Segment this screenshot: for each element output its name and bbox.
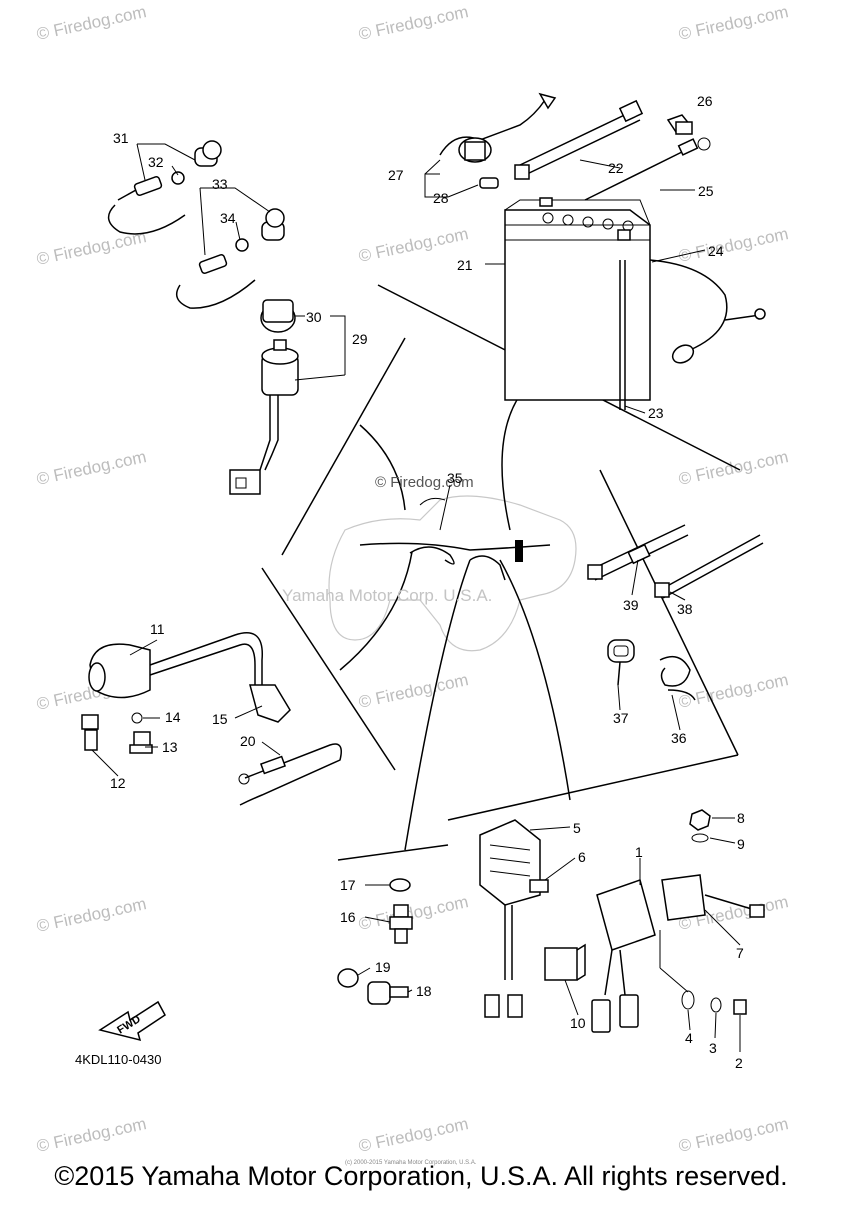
battery-lead-22 — [519, 109, 636, 166]
part-number-29: 29 — [352, 331, 368, 347]
part-number-24: 24 — [708, 243, 724, 259]
part-number-19: 19 — [375, 959, 391, 975]
watermark: © Firedog.com — [35, 1114, 148, 1156]
part-number-39: 39 — [623, 597, 639, 613]
part-number-32: 32 — [148, 154, 164, 170]
part-number-37: 37 — [613, 710, 629, 726]
section-dividers — [261, 284, 741, 861]
watermark: © Firedog.com — [357, 224, 470, 266]
copyright-footer: ©2015 Yamaha Motor Corporation, U.S.A. A… — [54, 1161, 788, 1191]
part-number-22: 22 — [608, 160, 624, 176]
forward-arrow-icon: FWD — [98, 1000, 166, 1042]
battery-group — [439, 92, 766, 410]
bolt-26 — [666, 114, 693, 135]
watermark: © Firedog.com — [677, 447, 790, 489]
watermark: © Firedog.com — [677, 670, 790, 712]
part-number-30: 30 — [306, 309, 322, 325]
part-number-31: 31 — [113, 130, 129, 146]
part-number-11: 11 — [150, 621, 165, 637]
watermark: © Firedog.com — [677, 1114, 790, 1156]
part-number-8: 8 — [737, 810, 745, 826]
watermark: © Firedog.com — [677, 224, 790, 266]
part-number-15: 15 — [212, 711, 228, 727]
part-number-2: 2 — [735, 1055, 743, 1071]
part-number-10: 10 — [570, 1015, 586, 1031]
part-number-12: 12 — [110, 775, 126, 791]
part-number-labels: 1 2 3 4 5 6 7 8 9 10 11 12 13 14 15 16 1… — [110, 93, 745, 1071]
part-number-4: 4 — [685, 1030, 693, 1046]
fine-print: (c) 2000-2015 Yamaha Motor Corporation, … — [345, 1160, 477, 1166]
main-switch-group — [229, 299, 299, 495]
center-watermark: © Firedog.com — [375, 474, 474, 491]
part-number-18: 18 — [416, 983, 432, 999]
watermark: © Firedog.com — [357, 892, 470, 934]
part-number-23: 23 — [648, 405, 664, 421]
electrical-components-group — [337, 809, 765, 1033]
bands-group — [587, 524, 764, 701]
part-number-33: 33 — [212, 176, 228, 192]
diagram-code: 4KDL110-0430 — [75, 1052, 162, 1067]
battery — [504, 197, 651, 410]
part-number-27: 27 — [388, 167, 404, 183]
watermark: © Firedog.com — [35, 894, 148, 936]
part-number-6: 6 — [578, 849, 586, 865]
watermark: © Firedog.com — [357, 1114, 470, 1156]
part-number-36: 36 — [671, 730, 687, 746]
part-number-26: 26 — [697, 93, 713, 109]
part-number-13: 13 — [162, 739, 178, 755]
battery-cable-25 — [584, 147, 691, 201]
part-number-17: 17 — [340, 877, 356, 893]
vehicle-silhouette: © Firedog.com Yamaha Motor Corp. U.S.A. — [282, 394, 577, 851]
part-number-25: 25 — [698, 183, 714, 199]
sensor-group — [107, 140, 285, 309]
part-number-3: 3 — [709, 1040, 717, 1056]
watermark: © Firedog.com — [35, 2, 148, 44]
part-number-38: 38 — [677, 601, 693, 617]
watermark: © Firedog.com — [357, 2, 470, 44]
part-number-16: 16 — [340, 909, 356, 925]
battery-cable-24 — [649, 259, 728, 351]
part-number-5: 5 — [573, 820, 581, 836]
fuse-holder — [439, 92, 557, 163]
ignition-coil-group — [81, 632, 342, 806]
part-number-21: 21 — [457, 257, 473, 273]
leader-lines — [91, 143, 741, 1052]
part-number-20: 20 — [240, 733, 256, 749]
watermark: © Firedog.com — [357, 670, 470, 712]
part-number-35: 35 — [447, 470, 463, 486]
part-number-9: 9 — [737, 836, 745, 852]
part-number-1: 1 — [635, 844, 643, 860]
watermark: © Firedog.com — [677, 2, 790, 44]
fuse — [479, 177, 499, 189]
watermark: © Firedog.com — [35, 447, 148, 489]
part-number-7: 7 — [736, 945, 744, 961]
center-caption: Yamaha Motor Corp. U.S.A. — [282, 586, 492, 605]
part-number-34: 34 — [220, 210, 236, 226]
part-number-28: 28 — [433, 190, 449, 206]
part-number-14: 14 — [165, 709, 181, 725]
